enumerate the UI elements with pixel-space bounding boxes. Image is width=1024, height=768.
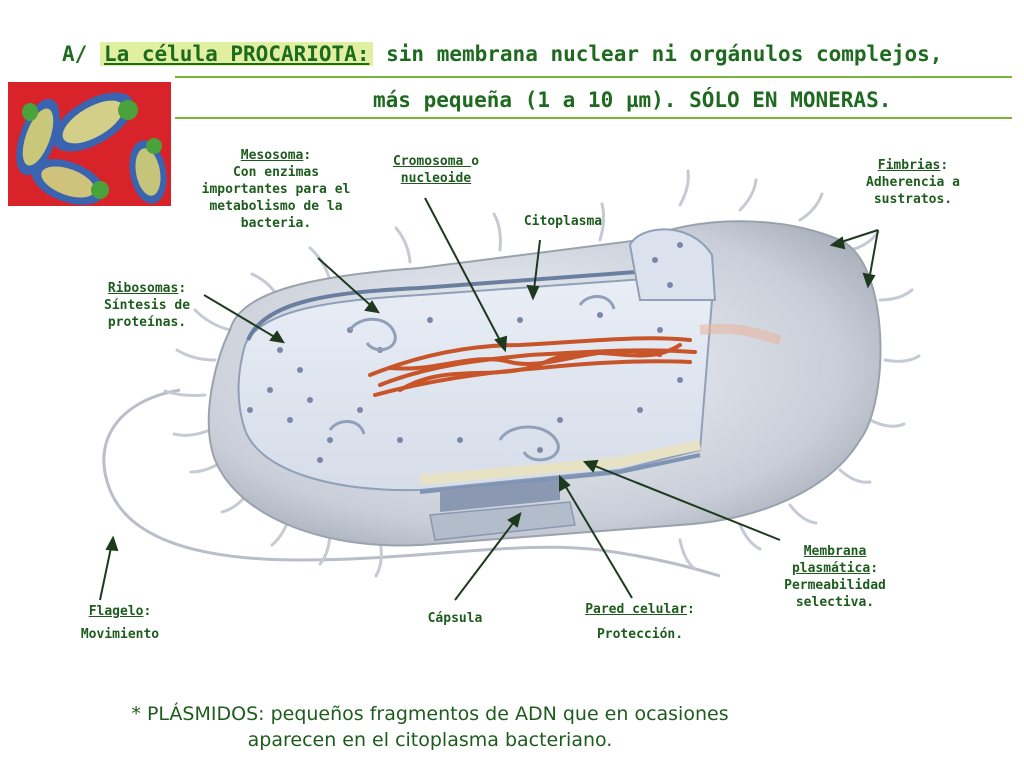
ribosomas-name: Ribosomas <box>107 281 179 296</box>
label-fimbrias: Fimbrias: Adherencia a sustratos. <box>838 157 988 208</box>
membrane-layer <box>419 440 702 485</box>
label-ribosomas: Ribosomas: Síntesis de proteínas. <box>88 280 206 331</box>
membrana-name1: Membrana <box>803 544 867 559</box>
title-prefix: A/ <box>62 42 88 66</box>
cromosoma-suffix: o <box>471 154 480 169</box>
ribosome-dots <box>247 242 683 463</box>
membrana-name2: plasmática <box>791 561 871 576</box>
plasmid-note: * PLÁSMIDOS: pequeños fragmentos de ADN … <box>60 701 800 753</box>
flagellum-shape <box>102 388 721 578</box>
mesosoma-colon: : <box>303 148 312 163</box>
title-line1-rest: sin membrana nuclear ni orgánulos comple… <box>386 42 943 66</box>
mesosome-swirl-1 <box>348 317 397 352</box>
cell-wall-layer <box>246 266 691 341</box>
ribosomas-colon: : <box>178 281 187 296</box>
membrana-desc: Permeabilidad selectiva. <box>784 578 886 610</box>
membrana-colon: : <box>870 561 879 576</box>
ribosomas-desc: Síntesis de proteínas. <box>103 298 191 330</box>
capsule-slab <box>440 480 560 512</box>
pared-colon: : <box>686 602 695 617</box>
fimbrias-colon: : <box>940 158 949 173</box>
title-line-2: más pequeña (1 a 10 µm). SÓLO EN MONERAS… <box>373 88 892 112</box>
label-capsula: Cápsula <box>427 611 483 626</box>
mesosome-swirl-2 <box>498 425 560 462</box>
flagelo-colon: : <box>143 604 152 619</box>
fimbrias-name: Fimbrias <box>877 158 941 173</box>
leader-lines <box>99 197 879 601</box>
label-flagelo: Flagelo: Movimiento <box>60 603 180 643</box>
title-rule-top <box>175 76 1012 78</box>
title-highlight: La célula PROCARIOTA: <box>99 42 374 66</box>
pared-name: Pared celular <box>585 602 687 617</box>
plasmid-note-line1: * PLÁSMIDOS: pequeños fragmentos de ADN … <box>131 703 729 725</box>
flagelo-desc: Movimiento <box>80 627 160 642</box>
nucleoid-dna <box>368 336 697 397</box>
bacteria-micrograph <box>8 82 171 206</box>
label-mesosoma: Mesosoma: Con enzimas importantes para e… <box>190 147 362 232</box>
pared-desc: Protección. <box>596 627 684 642</box>
label-membrana: Membrana plasmática: Permeabilidad selec… <box>760 543 910 611</box>
label-citoplasma: Citoplasma <box>523 214 603 229</box>
label-cromosoma: Cromosoma o nucleoide <box>372 153 500 187</box>
fimbrias-desc: Adherencia a sustratos. <box>866 175 960 207</box>
title-line-1: A/ La célula PROCARIOTA: sin membrana nu… <box>62 42 942 66</box>
cromosoma-name: Cromosoma <box>392 154 472 169</box>
cytoplasm-cut <box>237 273 714 492</box>
mesosoma-name: Mesosoma <box>240 148 304 163</box>
mesosoma-desc: Con enzimas importantes para el metaboli… <box>201 165 351 231</box>
cromosoma-line2: nucleoide <box>400 171 472 186</box>
flagelo-name: Flagelo <box>88 604 144 619</box>
label-pared: Pared celular: Protección. <box>570 601 710 643</box>
plasmid-note-line2: aparecen en el citoplasma bacteriano. <box>247 729 613 751</box>
title-rule-bottom <box>175 117 1012 119</box>
